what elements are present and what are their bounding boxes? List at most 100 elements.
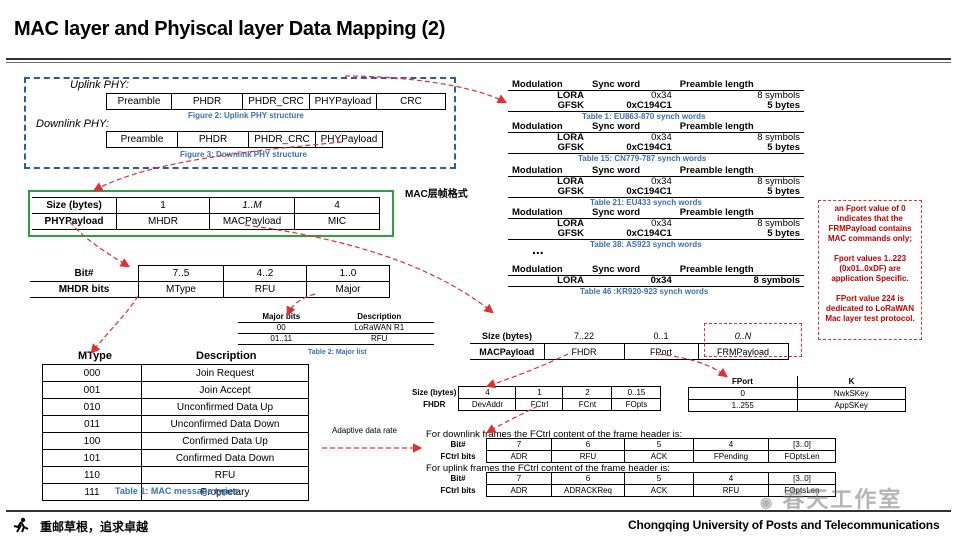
sync-header: Sync word [588, 264, 676, 276]
sync-cell: LORA [557, 176, 584, 187]
uplink-fctrl-intro: For uplink frames the FCtrl content of t… [426, 463, 670, 474]
phypayload-label: PHYPayload [32, 213, 117, 230]
fctrl-bits-label: FCtrl bits [440, 486, 476, 495]
sync-cell: 5 bytes [675, 187, 804, 198]
phypayload-table: Size (bytes) 1 1..M 4 PHYPayload MHDR MA… [32, 197, 380, 230]
mtype-desc: Confirmed Data Up [141, 432, 309, 450]
sync-cell: 0xC194C1 [588, 101, 676, 112]
fhdr-table: Size (bytes) 4 1 2 0..15 FHDR DevAddr FC… [410, 386, 662, 411]
fport-note-p3: FPort value 224 is dedicated to LoRaWAN … [825, 294, 915, 323]
downlink-phy-table: Preamble PHDR PHDR_CRC PHYPayload [106, 131, 383, 148]
mtype-header: MType [78, 350, 113, 362]
sync-header: Modulation [508, 121, 588, 133]
size-cell: 0..15 [611, 386, 662, 399]
mtype-cell: 011 [42, 415, 142, 433]
mtype-caption: Table 1: MAC message types [115, 486, 239, 496]
size-cell: 4 [294, 197, 380, 214]
sync-cell: 8 symbols [757, 218, 800, 229]
page-title: MAC layer and Phyiscal layer Data Mappin… [14, 18, 446, 40]
sync-header: Preamble length [675, 264, 804, 276]
runner-logo-icon [12, 517, 32, 533]
size-cell: 7..22 [573, 330, 595, 341]
bit-cell: 4 [693, 472, 769, 485]
bit-cell: 4..2 [223, 265, 307, 282]
sync-header: Modulation [508, 79, 588, 91]
adr-label: Adaptive data rate [332, 426, 397, 435]
k-header: K [796, 376, 906, 388]
sync-cell: GFSK [508, 101, 588, 112]
mac-frame-label: MAC层帧格式 [405, 189, 468, 200]
field-cell: MIC [294, 213, 380, 230]
size-cell: 4 [458, 386, 517, 399]
fctrl-cell: ADR [486, 450, 552, 463]
mtype-desc: RFU [141, 466, 309, 484]
field-cell: MACPayload [209, 213, 295, 230]
sync-cell: LORA [557, 90, 584, 101]
uplink-field: CRC [376, 93, 446, 110]
uplink-field: PHDR [171, 93, 243, 110]
size-cell: 0..1 [653, 330, 669, 341]
sync-caption: Table 21: EU433 synch words [590, 198, 702, 207]
bit-cell: 7 [486, 472, 552, 485]
major-cell: RFU [324, 333, 434, 345]
size-cell: 1 [116, 197, 210, 214]
sync-cell: 8 symbols [757, 90, 800, 101]
macpayload-cell: FHDR [543, 343, 625, 360]
size-cell: 0..N [734, 330, 752, 341]
major-cell: 01..11 [238, 333, 325, 345]
downlink-fctrl-intro: For downlink frames the FCtrl content of… [426, 429, 683, 440]
sync-header: Sync word [588, 79, 676, 91]
bit-cell: 6 [551, 438, 625, 451]
downlink-label: Downlink PHY: [36, 118, 109, 130]
bit-cell: 6 [551, 472, 625, 485]
macpayload-label: MACPayload [470, 343, 545, 360]
sync-caption: Table 1: EU863-870 synch words [582, 112, 706, 121]
mtype-cell: 110 [42, 466, 142, 484]
sync-cell: 8 symbols [757, 176, 800, 187]
size-label: Size (bytes) [32, 197, 117, 214]
sync-header: Preamble length [675, 165, 804, 177]
sync-cell: 0x34 [651, 218, 672, 229]
sync-cell: 5 bytes [675, 143, 804, 154]
sync-cell: LORA [557, 218, 584, 229]
sync-header: Preamble length [675, 207, 804, 219]
fport-key-table: FPort K 0 NwkSKey 1..255 AppSKey [688, 376, 906, 412]
fctrl-cell: ACK [624, 450, 694, 463]
mtype-desc: Confirmed Data Down [141, 449, 309, 467]
fport-note-p2: Fport values 1..223 (0x01..0xDF) are app… [831, 254, 909, 283]
size-cell: 2 [562, 386, 613, 399]
downlink-field: PHDR_CRC [248, 131, 316, 148]
fhdr-cell: FCtrl [515, 398, 564, 411]
bit-label: Bit# [30, 265, 139, 282]
fctrl-cell: FOptsLen [768, 484, 836, 497]
watermark: ◉ 春天工作室 [760, 482, 902, 514]
uplink-field: Preamble [106, 93, 172, 110]
mtype-cell: 000 [42, 364, 142, 382]
sync-cell: GFSK [508, 229, 588, 240]
sync-cell: 5 bytes [675, 101, 804, 112]
sync-caption: Table 38: AS923 synch words [590, 240, 702, 249]
fhdr-cell: FCnt [562, 398, 613, 411]
bit-cell: 7..5 [138, 265, 224, 282]
bit-cell: 1..0 [306, 265, 390, 282]
bit-label: Bit# [450, 440, 466, 449]
fport-note: an Fport value of 0 indicates that the F… [818, 200, 922, 340]
sync-cell: 0x34 [651, 132, 672, 143]
size-label: Size (bytes) [412, 388, 457, 397]
sync-cell: GFSK [508, 143, 588, 154]
size-cell: 1 [515, 386, 564, 399]
uplink-field: PHDR_CRC [242, 93, 310, 110]
wechat-icon: ◉ [760, 494, 775, 510]
major-table: Major bits Description 00 LoRaWAN R1 01.… [238, 311, 434, 345]
bit-cell: 4 [693, 438, 769, 451]
uplink-phy-table: Preamble PHDR PHDR_CRC PHYPayload CRC [106, 93, 446, 110]
fhdr-cell: DevAddr [458, 398, 517, 411]
sync-caption: Table 46 :KR920-923 synch words [580, 287, 709, 296]
sync-header: Modulation [508, 264, 588, 276]
footer-motto: 重邮草根，追求卓越 [40, 520, 149, 534]
mhdr-cell: RFU [223, 281, 307, 298]
sync-header: Modulation [508, 207, 588, 219]
ellipsis: ... [532, 241, 544, 257]
